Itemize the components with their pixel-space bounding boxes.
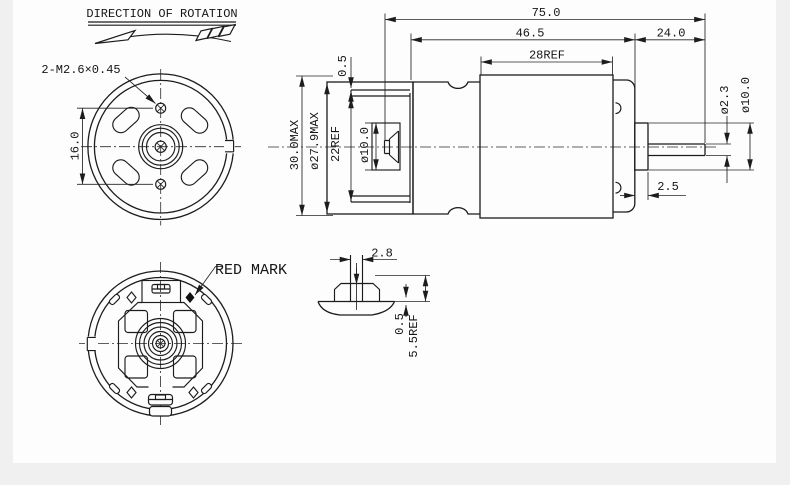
leader-line	[124, 76, 156, 104]
dim-height-max: 30.0MAX	[288, 75, 333, 216]
dim-motor-length: 28REF	[480, 49, 613, 75]
screw-hole-bottom	[155, 178, 167, 190]
vent-holes	[112, 106, 209, 186]
dim-lip-thickness: 0.5	[393, 284, 430, 335]
plate-bottom-curve	[317, 301, 396, 316]
terminal-block	[141, 279, 182, 304]
rotation-note: DIRECTION OF ROTATION	[86, 7, 238, 45]
bearing-rings	[134, 317, 187, 370]
dim-label-46-5: 46.5	[516, 27, 545, 41]
gearbox-adapter	[412, 81, 480, 215]
red-mark-dot	[185, 292, 195, 303]
dim-22ref: 22REF	[329, 91, 354, 201]
dim-label-front-boss: ø10.0	[358, 127, 372, 163]
boss-profile	[333, 282, 381, 302]
dim-label-2-8: 2.8	[371, 247, 393, 261]
dim-label-2-5: 2.5	[657, 180, 679, 194]
dim-front-boss-dia: ø10.0	[358, 122, 381, 171]
dim-label-0-5: 0.5	[336, 55, 350, 77]
screw-spec-callout: 2-M2.6×0.45	[41, 63, 156, 104]
front-view: 16.0 2-M2.6×0.45	[41, 63, 241, 226]
red-mark-label: RED MARK	[215, 262, 287, 279]
dim-label-rear-boss: ø10.0	[739, 77, 753, 113]
rear-boss	[634, 122, 649, 171]
dim-key-width: 2.8	[330, 247, 397, 263]
rim-key-notch-left	[85, 336, 96, 352]
motor-can	[479, 74, 614, 219]
dim-strap-thickness: 0.5	[336, 55, 354, 109]
red-mark-callout: RED MARK	[194, 262, 287, 296]
motor-end-cap	[613, 79, 636, 213]
rear-shaft	[648, 143, 706, 157]
dim-rear-boss-dia: ø10.0	[649, 77, 754, 171]
rotation-arrow-icon	[94, 23, 237, 45]
side-view: 75.0 46.5 24.0 28REF 0.5 22REF	[268, 6, 754, 219]
output-boss-side	[371, 122, 401, 171]
bearing-boss	[138, 124, 184, 170]
dim-boss-protrusion: 2.5	[620, 172, 686, 200]
rim-corner-notches	[108, 293, 213, 395]
dim-label-75: 75.0	[532, 6, 561, 20]
dim-label-5-5ref: 5.5REF	[407, 314, 421, 357]
rim-bottom-tab	[148, 405, 173, 417]
dim-label-30max: 30.0MAX	[288, 120, 302, 170]
shaft-slot	[349, 255, 364, 302]
dim-body-dia: ø27.9MAX	[308, 83, 330, 213]
dim-total-length: 75.0	[384, 6, 706, 143]
rim-key-notch	[224, 139, 235, 154]
bottom-slot	[147, 393, 174, 406]
detail-view: 2.8 0.5 5.5REF	[317, 247, 430, 358]
leader-line	[194, 266, 216, 296]
dim-label-lip: 0.5	[393, 313, 407, 335]
brush-plate	[117, 301, 204, 388]
dim-boss-height: 5.5REF	[375, 275, 430, 358]
dim-label-28ref: 28REF	[529, 49, 565, 63]
dim-label-2-3: ø2.3	[718, 86, 732, 115]
dim-shaft-length: 24.0	[635, 27, 705, 43]
dim-rear-shaft-dia: ø2.3	[706, 86, 732, 183]
back-view: RED MARK	[79, 262, 287, 426]
screw-spec-label: 2-M2.6×0.45	[41, 63, 120, 77]
dim-label-16: 16.0	[69, 132, 83, 161]
direction-of-rotation-label: DIRECTION OF ROTATION	[86, 7, 237, 21]
dim-gearbox-length: 46.5	[410, 27, 636, 122]
dim-hole-spacing: 16.0	[69, 107, 153, 185]
diamond-marks	[126, 291, 199, 399]
screw-hole-top	[155, 102, 167, 114]
dim-label-22ref: 22REF	[329, 126, 343, 162]
dim-label-24: 24.0	[657, 27, 686, 41]
dim-label-27-9: ø27.9MAX	[308, 112, 322, 170]
